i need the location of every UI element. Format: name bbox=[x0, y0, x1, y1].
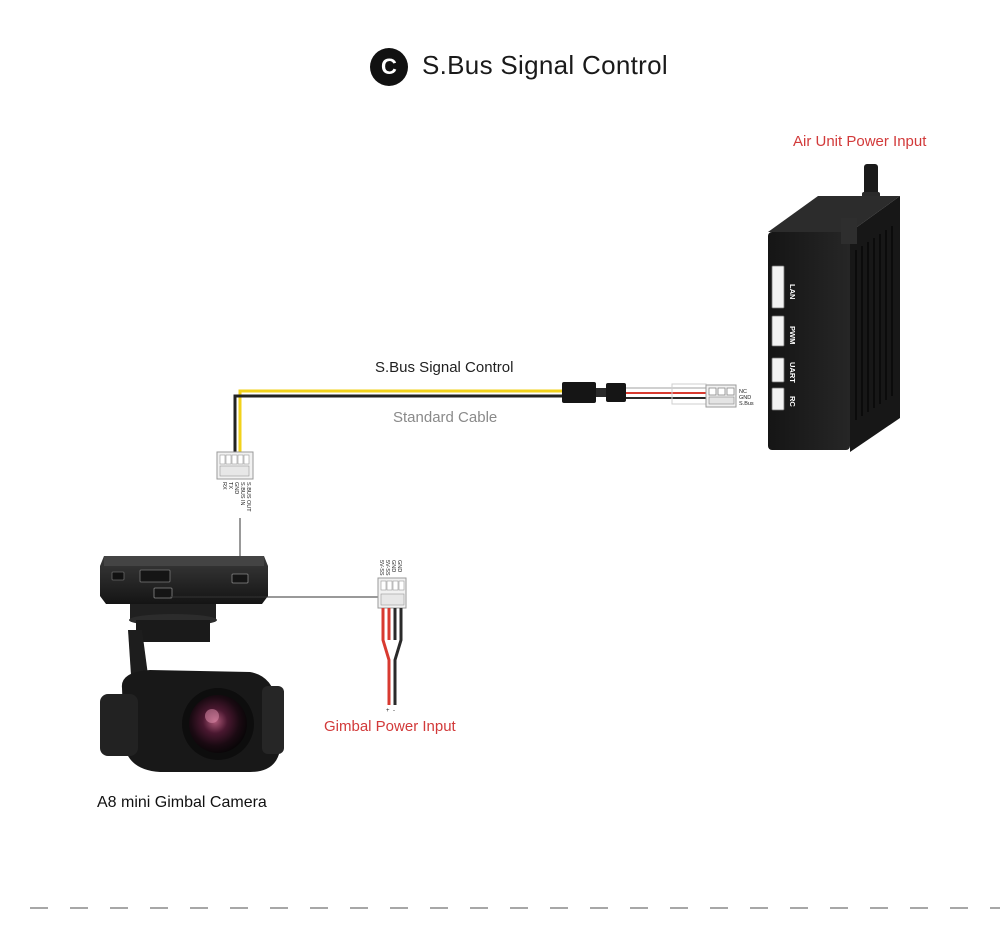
gimbal-signal-connector bbox=[216, 451, 254, 480]
air-unit-power-label: Air Unit Power Input bbox=[793, 133, 927, 150]
camera-name-label: A8 mini Gimbal Camera bbox=[97, 794, 267, 811]
gimbal-signal-pin-labels: S.BUS OUT S.BUS IN GND TX RX bbox=[221, 482, 251, 512]
rc-plug bbox=[705, 384, 737, 408]
title-badge: C bbox=[370, 48, 408, 86]
polarity-plus: + bbox=[386, 708, 390, 714]
uart-port bbox=[771, 357, 785, 383]
standard-cable-label: Standard Cable bbox=[393, 409, 498, 426]
port-label-uart: UART bbox=[788, 362, 797, 383]
port-label-lan: LAN bbox=[788, 284, 797, 299]
diagram-title: C S.Bus Signal Control bbox=[0, 46, 1000, 90]
sbus-signal-label: S.Bus Signal Control bbox=[375, 359, 514, 376]
rc-pin-label: GND bbox=[739, 395, 751, 401]
port-label-rc: RC bbox=[788, 396, 797, 407]
rc-pin-label: S.Bus bbox=[739, 401, 754, 407]
rc-pin-labels: NC GND S.Bus bbox=[739, 389, 754, 407]
power-pin-label: GND bbox=[390, 560, 396, 572]
signal-pin-label: RX bbox=[221, 482, 227, 490]
title-text: S.Bus Signal Control bbox=[422, 50, 668, 80]
polarity-minus: - bbox=[393, 708, 395, 714]
gimbal-power-connector bbox=[377, 577, 407, 609]
sbus-signal-cable bbox=[233, 389, 565, 452]
antenna-icon bbox=[864, 164, 878, 198]
signal-pin-label: S.BUS OUT bbox=[245, 482, 251, 512]
power-pin-label: 5V-SS bbox=[378, 560, 384, 576]
gimbal-camera bbox=[100, 556, 284, 772]
gimbal-power-pin-labels: GND GND 5V-SS 5V-SS bbox=[378, 560, 402, 576]
gimbal-power-wires bbox=[381, 608, 403, 705]
lan-port bbox=[771, 265, 785, 309]
air-unit-device: LAN PWM UART RC bbox=[768, 164, 900, 452]
rc-pin-label: NC bbox=[739, 389, 747, 395]
signal-pin-label: TX bbox=[227, 482, 233, 489]
signal-pin-label: GND bbox=[233, 482, 239, 494]
port-label-pwm: PWM bbox=[788, 326, 797, 344]
rc-port-wires bbox=[626, 383, 707, 405]
cable-connector-pair bbox=[562, 382, 626, 403]
signal-pin-label: S.BUS IN bbox=[239, 482, 245, 506]
power-pin-label: 5V-SS bbox=[384, 560, 390, 576]
power-pin-label: GND bbox=[396, 560, 402, 572]
rc-port bbox=[771, 387, 785, 411]
pwm-port bbox=[771, 315, 785, 347]
gimbal-power-label: Gimbal Power Input bbox=[324, 718, 456, 735]
